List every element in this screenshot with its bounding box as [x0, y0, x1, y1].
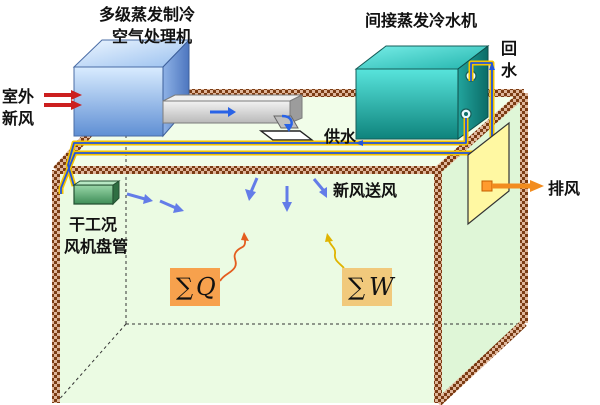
heat-load-sigma: ∑ — [176, 273, 193, 301]
room-bottom-right-frame — [435, 320, 527, 405]
fan-coil-air-arrows — [126, 192, 184, 213]
diffuser-flow-arrow-head — [284, 124, 293, 132]
fan-coil-label-line2: 风机盘管 — [64, 237, 128, 256]
heat-gain-squiggle — [219, 239, 246, 282]
fcu-air-arrow-2-shaft — [159, 199, 177, 210]
outdoor-air-arrow-2-head — [71, 100, 82, 110]
fresh-air-supply-label: 新风送风 — [333, 181, 397, 200]
chiller-front — [355, 68, 459, 140]
fan-coil-label-line1: 干工况 — [69, 215, 117, 234]
ahu-label-line2: 空气处理机 — [112, 27, 192, 46]
ahu-front — [73, 66, 164, 137]
return-water-label-1: 回 — [501, 39, 517, 58]
ceiling-diffuser — [258, 130, 315, 141]
moisture-load-variable: W — [369, 273, 396, 301]
moisture-gain-squiggle-head — [325, 233, 333, 242]
exhaust-port — [481, 180, 493, 192]
fresh-air-arrow-3-head — [319, 187, 327, 198]
fresh-air-arrow-2-head — [282, 202, 292, 212]
exhaust-grille — [467, 121, 510, 226]
fcu-air-arrow-1-shaft — [126, 192, 146, 201]
fan-coil-unit-front — [73, 184, 114, 205]
fresh-air-arrow-3-shaft — [312, 178, 326, 192]
outdoor-air-label-line1: 室外 — [2, 87, 34, 106]
duct-top — [162, 94, 303, 102]
fan-coil-unit-top — [72, 180, 121, 186]
duct-flow-arrow-head — [228, 107, 236, 117]
fcu-air-arrow-1-head — [143, 194, 153, 204]
fcu-air-arrow-2-head — [173, 203, 184, 213]
heat-gain-squiggle-head — [241, 232, 249, 241]
fresh-air-arrows — [245, 177, 327, 212]
heat-load-variable: Q — [196, 273, 216, 301]
exhaust-arrow-head — [530, 180, 544, 192]
outdoor-air-arrow-1-head — [71, 90, 82, 100]
supply-water-inner-line — [67, 118, 467, 187]
return-water-label-2: 水 — [501, 61, 518, 80]
fresh-air-arrow-1-shaft — [249, 177, 259, 193]
chiller-label: 间接蒸发冷水机 — [365, 11, 477, 30]
heat-load-badge — [170, 268, 220, 306]
moisture-load-badge — [342, 268, 392, 306]
supply-water-arrowhead — [355, 140, 363, 146]
room-front-wall — [56, 170, 438, 403]
moisture-gain-squiggle — [328, 240, 345, 269]
moisture-load-sigma: ∑ — [348, 273, 365, 301]
outdoor-air-label-line2: 新风 — [2, 109, 34, 128]
ahu-label-line1: 多级蒸发制冷 — [99, 5, 195, 24]
return-water-arrowhead — [489, 62, 495, 70]
fresh-air-arrow-1-head — [245, 189, 256, 201]
chiller-outlet-bottom-center — [464, 112, 468, 116]
exhaust-label: 排风 — [548, 179, 580, 198]
supply-water-label: 供水 — [323, 127, 357, 146]
